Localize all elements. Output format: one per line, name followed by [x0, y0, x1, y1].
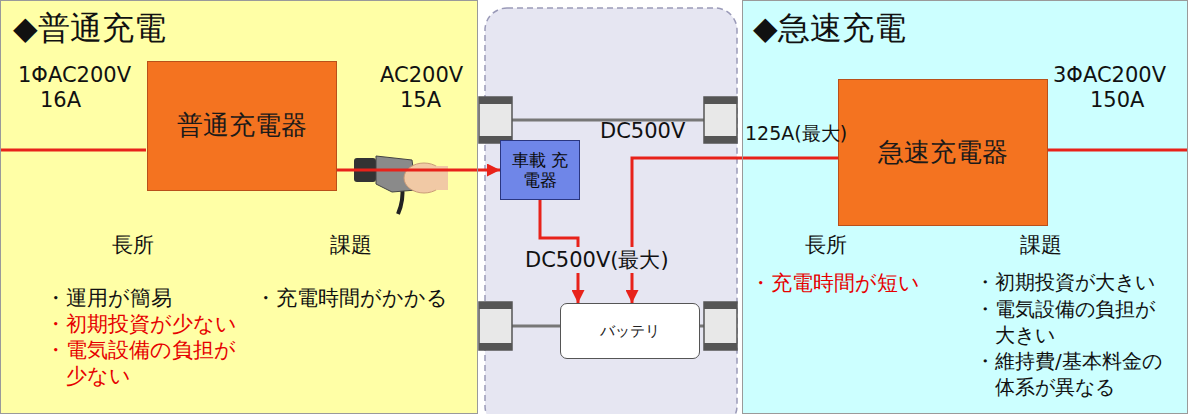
onboard-charger-box: 車載 充電器 [500, 140, 580, 200]
wheel [704, 97, 737, 143]
text-label: 1ΦAC200V [18, 62, 131, 88]
battery-box: バッテリ [560, 303, 700, 359]
wheel [704, 302, 737, 350]
input-wire [0, 149, 146, 152]
text-label: 150A [1090, 87, 1144, 113]
wheel-tread [704, 97, 737, 104]
text-label: 課題 [1020, 232, 1062, 258]
vehicle-outline [485, 8, 737, 414]
wheel [479, 97, 512, 143]
wheel-tread [704, 136, 737, 143]
text-label: 3ΦAC200V [1053, 62, 1166, 88]
wheel-tread [479, 97, 512, 104]
charger-box: 普通充電器 [147, 61, 337, 191]
section-title: ◆普通充電 [13, 9, 477, 47]
text-label: ・維持費/基本料金の体系が異なる [975, 348, 1167, 400]
text-label: ・電気設備の負担が大きい [975, 296, 1167, 348]
wheel-tread [704, 343, 737, 350]
wheel [479, 302, 512, 350]
text-label: ・初期投資が大きい [975, 270, 1155, 295]
charger-box: 急速充電器 [838, 79, 1048, 226]
box-label: バッテリ [600, 322, 660, 340]
text-label: ・充電時間がかかる [255, 285, 448, 311]
box-label: 普通充電器 [177, 110, 307, 141]
section-title: ◆急速充電 [753, 9, 1187, 47]
wheel [479, 302, 512, 350]
text-label: ・初期投資が少ない [45, 311, 237, 337]
wheel [704, 97, 737, 143]
box-label: 急速充電器 [878, 137, 1008, 168]
text-label: ・運用が簡易 [45, 285, 172, 311]
text-label: DC500V(最大) [523, 247, 671, 273]
normal-charging-ground [0, 0, 478, 414]
wheel [704, 302, 737, 350]
text-label: 15A [400, 87, 441, 113]
rapid-charging-ground [742, 0, 1188, 414]
text-label: DC500V [600, 118, 685, 144]
text-label: 16A [40, 87, 81, 113]
text-label: ・充電時間が短い [750, 270, 920, 296]
text-label: 125A(最大) [745, 122, 847, 146]
charging-plug [354, 156, 448, 214]
text-label: 長所 [805, 232, 847, 258]
text-label: 課題 [330, 232, 372, 258]
wheel-tread [704, 302, 737, 309]
wheel-tread [479, 343, 512, 350]
box-label: 車載 充電器 [507, 150, 573, 191]
text-label: AC200V [380, 62, 463, 88]
wheel [479, 97, 512, 143]
power-line [337, 169, 500, 172]
input-wire [1047, 149, 1188, 152]
text-label: ・電気設備の負担が少ない [45, 337, 251, 389]
wheel-tread [479, 302, 512, 309]
text-label: 長所 [112, 232, 154, 258]
